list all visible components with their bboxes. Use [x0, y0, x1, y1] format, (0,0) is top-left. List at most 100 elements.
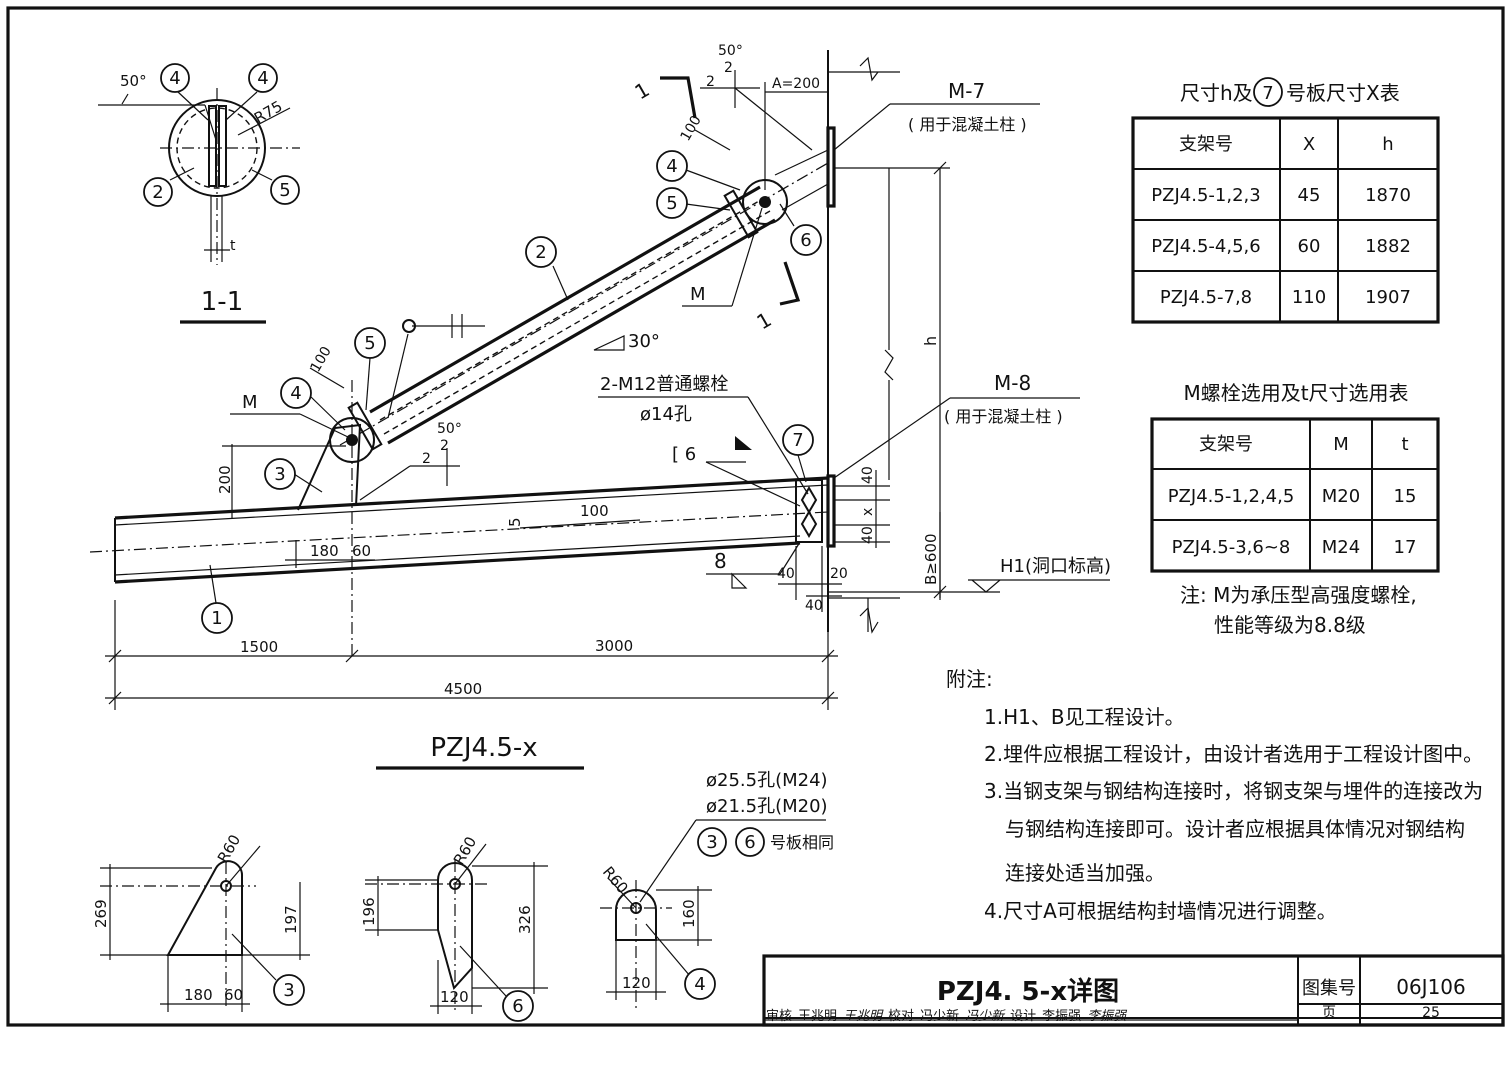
table-m-r0c1: M20: [1322, 486, 1360, 507]
plate-4-r-leader: [607, 877, 637, 909]
weld-leader-low: [359, 465, 411, 501]
table-h-r0c1: 45: [1298, 185, 1321, 206]
dim-40b: 40: [860, 526, 876, 544]
label-m-low-leader: [299, 413, 349, 438]
callout-5-low-text: 5: [364, 333, 375, 354]
label-m-low: M: [242, 392, 258, 413]
member-1-axis: [89, 511, 829, 553]
column-break-bottom: [859, 606, 879, 634]
section-leader-4b: [225, 91, 258, 121]
member-1-bottom-inner: [114, 535, 801, 576]
callout-4-low-text: 4: [290, 383, 301, 404]
section-callout-4a: [160, 63, 190, 93]
table-h-r1c2: 1882: [1365, 236, 1411, 257]
table-h-title-circle-text: 7: [1262, 83, 1273, 104]
section-leader-2: [169, 167, 195, 181]
table-h-r1c0: PZJ4.5-4,5,6: [1151, 236, 1260, 257]
table-h-title-pre: 尺寸h及: [1180, 81, 1253, 105]
leader-4-top: [685, 169, 741, 191]
column-break-top: [859, 56, 879, 82]
label-m8-note: ( 用于混凝土柱 ): [944, 407, 1063, 426]
member-2-end-bottom: [781, 183, 829, 211]
elevation-view: 50° 2 2 50° 2 2 A=200 100 100 30° 1 1: [89, 43, 1111, 770]
callout-4-top: [656, 150, 688, 182]
label-weld8-leader: [779, 541, 801, 575]
table-h-title-circle: [1253, 77, 1283, 107]
label-h1-mark: [971, 579, 1001, 593]
table-m-r1c1: M24: [1322, 537, 1360, 558]
design-label: 设计: [1010, 1008, 1037, 1024]
plate-3-269: 269: [92, 899, 110, 928]
design-name: 李振强: [1042, 1008, 1082, 1024]
page-label: 页: [1322, 1005, 1336, 1021]
angle-50-top: 50°: [718, 43, 743, 59]
cut-mark-bottom-label: 1: [753, 307, 776, 334]
table-m-header-1: M: [1333, 434, 1349, 455]
plate-3-callout: [273, 974, 305, 1006]
section-radius-leader: [237, 107, 291, 136]
member-2-hidden-a: [379, 196, 767, 421]
plate-6-detail: 196 326 120 R60 6: [360, 833, 548, 1022]
dim-tick-a: [108, 649, 122, 663]
member-1-top-inner: [114, 484, 829, 526]
label-weld8-mark: [731, 572, 748, 589]
bolt-top: [759, 196, 771, 208]
dim-tick-e: [821, 691, 835, 705]
section-leader-5: [251, 169, 273, 181]
plate-6-leader: [459, 945, 507, 997]
leader-3: [293, 473, 323, 493]
note-line-5: 连接处适当加强。: [1005, 861, 1165, 885]
table-h-header-0: 支架号: [1179, 134, 1233, 155]
section-plate-b: [218, 105, 227, 187]
callout-2-text: 2: [535, 242, 546, 263]
dim-60: 60: [352, 542, 371, 560]
hole-note-m20: ø21.5孔(M20): [706, 796, 828, 817]
note-line-4: 与钢结构连接即可。设计者应根据具体情况对钢结构: [1005, 817, 1465, 841]
weld-leader-top: [734, 87, 813, 151]
section-callout-4b-text: 4: [257, 68, 268, 89]
dim-h-break: [884, 349, 894, 381]
section-callout-5-text: 5: [279, 180, 290, 201]
label-m7: M-7: [948, 79, 985, 103]
table-h-r2c1: 110: [1292, 287, 1326, 308]
label-m8-leader: [833, 397, 951, 479]
dim-h-label: h: [921, 336, 940, 346]
dim-h-tick-top: [933, 161, 947, 175]
weld-leader-5: [387, 333, 409, 419]
review-label: 审核: [766, 1008, 793, 1024]
page-number: 25: [1422, 1005, 1440, 1021]
label-m8: M-8: [994, 371, 1031, 395]
check-signature: 冯少新: [965, 1008, 1005, 1024]
dim-100-mid: 100: [580, 502, 609, 520]
embed-plate-m8: [826, 474, 836, 548]
title-block-frame: [762, 954, 1505, 1027]
leader-6: [779, 203, 795, 227]
plate-3-leader: [231, 933, 277, 981]
atlas-number: 06J106: [1396, 975, 1466, 999]
table-h-header-1: X: [1303, 134, 1315, 155]
table-h-r0c0: PZJ4.5-1,2,3: [1151, 185, 1260, 206]
member-2-axis: [339, 162, 829, 446]
dim-100-low: 100: [308, 344, 335, 375]
table-m-r1c0: PZJ4.5-3,6~8: [1172, 537, 1291, 558]
dim-1500: 1500: [240, 638, 278, 656]
dim-100-top-line: [694, 129, 731, 151]
table-h-r1c1: 60: [1298, 236, 1321, 257]
callout-7-text: 7: [792, 430, 803, 451]
bolt-diamond-a: [800, 486, 818, 514]
table-m-title: M螺栓选用及t尺寸选用表: [1183, 381, 1408, 405]
hole-note-leader: [639, 819, 697, 903]
dim-x: x: [860, 508, 876, 516]
gusset-plate-3: [297, 423, 362, 511]
table-h-r0c2: 1870: [1365, 185, 1411, 206]
label-c6-leader: [705, 461, 801, 507]
callout-5-low: [354, 327, 386, 359]
section-callout-5: [270, 175, 300, 205]
drawing-title: PZJ4. 5-x详图: [937, 976, 1119, 1007]
table-m: M螺栓选用及t尺寸选用表 支架号 M t PZJ4.5-1,2,4,5 M20 …: [1150, 381, 1440, 637]
table-h-title-post: 号板尺寸X表: [1286, 81, 1400, 105]
dim-40c: 40: [777, 566, 795, 582]
section-angle-label: 50°: [120, 72, 147, 90]
leader-5-low: [365, 357, 371, 411]
label-h1: H1(洞口标高): [1000, 556, 1111, 577]
